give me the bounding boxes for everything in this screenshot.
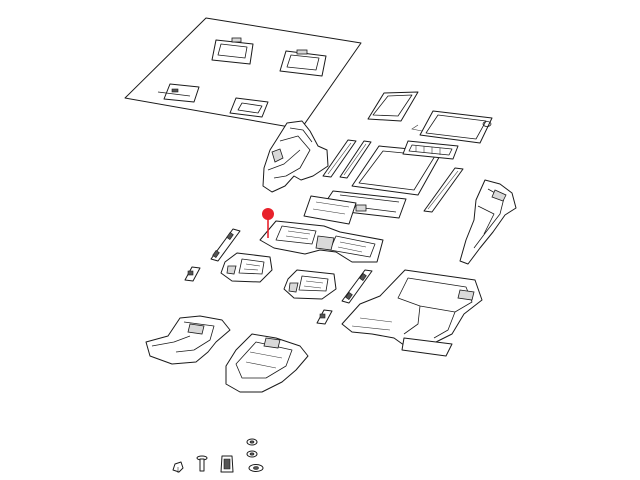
- callout-marker[interactable]: [262, 208, 274, 238]
- rear-mat-right: [229, 97, 269, 118]
- sill-strip-1: [322, 139, 357, 178]
- sill-strip-3: [423, 167, 464, 213]
- clip-strip-c: [341, 269, 373, 304]
- fastener-stack: [246, 438, 264, 472]
- front-floor-panel: [259, 220, 384, 263]
- rear-cargo-floor: [341, 269, 483, 357]
- rear-mat-left: [157, 83, 200, 103]
- left-floor-pan: [220, 252, 273, 283]
- front-mat-left: [211, 37, 254, 65]
- right-quarter-trim: [459, 179, 517, 265]
- left-side-panel: [262, 120, 329, 193]
- clip-strip-d: [316, 309, 333, 325]
- fastener-clip: [220, 455, 234, 473]
- fastener-screw: [196, 455, 208, 472]
- center-carpet-panel: [351, 145, 443, 196]
- fastener-push-pin: [172, 461, 184, 473]
- right-floor-pan: [283, 269, 337, 300]
- sill-strip-2: [339, 140, 372, 179]
- callout-dot[interactable]: [262, 208, 274, 220]
- rear-floor-section: [225, 333, 309, 393]
- cargo-pad: [367, 91, 419, 122]
- vent-strip: [402, 140, 459, 160]
- front-mat-right: [279, 49, 327, 77]
- clip-strip-b: [184, 266, 201, 282]
- floor-mat-set: [124, 17, 362, 130]
- cargo-tray: [411, 110, 493, 144]
- left-rear-kick-panel: [145, 315, 231, 365]
- clip-strip-a: [210, 228, 241, 262]
- cross-bracket: [303, 190, 407, 225]
